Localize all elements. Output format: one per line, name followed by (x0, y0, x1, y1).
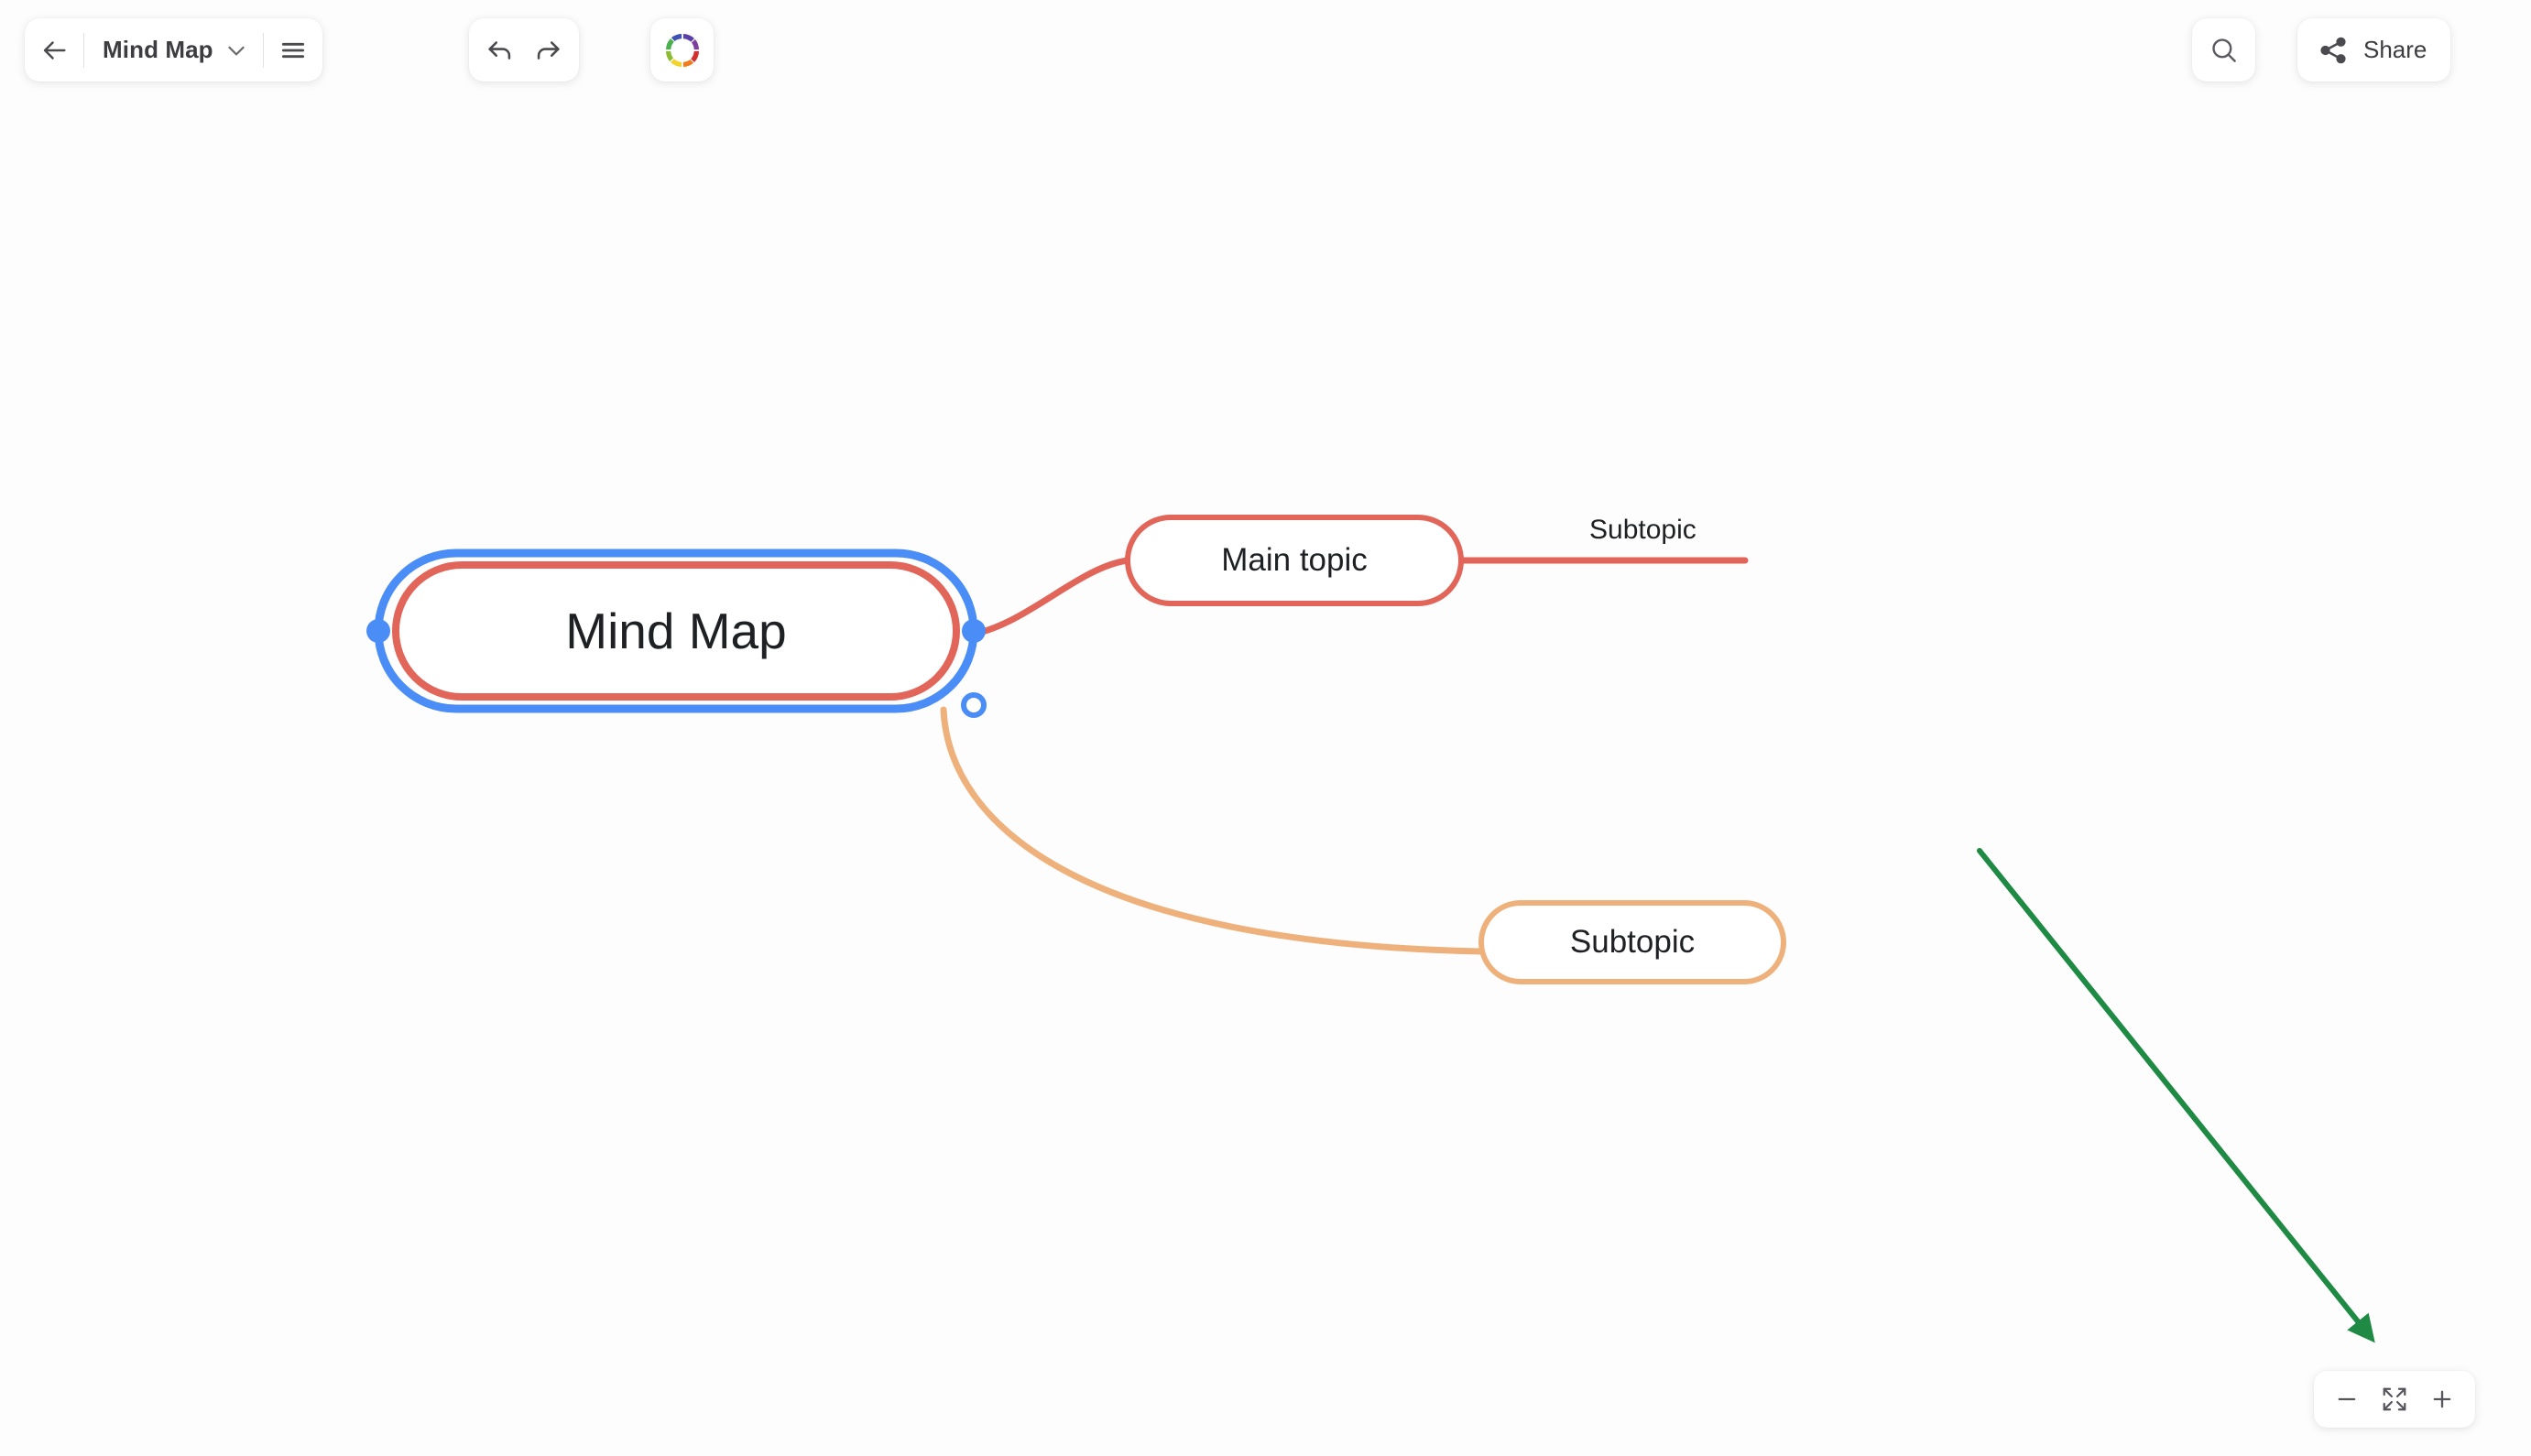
redo-button[interactable] (524, 25, 572, 76)
page-title: Mind Map (103, 36, 213, 63)
main-topic-node-body[interactable] (1125, 515, 1464, 606)
hamburger-menu-icon (281, 42, 304, 58)
selection-handle-right[interactable] (962, 619, 986, 643)
toolbar-divider-2 (262, 32, 264, 68)
theme-button[interactable] (657, 25, 708, 76)
share-icon (2320, 37, 2346, 63)
selection-handle-bottom-right[interactable] (961, 692, 987, 718)
document-title-group[interactable]: Mind Map (90, 25, 257, 76)
history-toolbar (469, 18, 579, 81)
plus-icon (2433, 1390, 2451, 1408)
back-button[interactable] (30, 25, 78, 76)
subtopic-free-label: Subtopic (1589, 515, 1696, 545)
root-node-body[interactable] (392, 561, 960, 701)
connector-root-to-main-topic[interactable] (963, 557, 1131, 639)
subtopic-node-body[interactable] (1478, 900, 1786, 984)
chevron-down-icon[interactable] (223, 37, 250, 64)
toolbar-divider-1 (83, 32, 84, 68)
share-label: Share (2363, 36, 2427, 63)
selection-handle-left[interactable] (366, 619, 390, 643)
fit-to-screen-icon (2383, 1387, 2406, 1411)
subtopic-free-label-wrap[interactable]: Subtopic (1589, 515, 1696, 546)
fit-to-screen-button[interactable] (2371, 1374, 2418, 1425)
search-toolbar (2192, 18, 2255, 81)
green-arrow-annotation[interactable] (1977, 848, 2375, 1343)
menu-button[interactable] (269, 25, 317, 76)
arrow-left-icon (43, 40, 66, 60)
redo-arrow-icon (537, 40, 560, 60)
minus-icon (2338, 1397, 2356, 1401)
undo-arrow-icon (488, 40, 511, 60)
zoom-out-button[interactable] (2323, 1374, 2371, 1425)
document-toolbar: Mind Map (25, 18, 322, 81)
theme-toolbar (650, 18, 714, 81)
search-button[interactable] (2200, 25, 2248, 76)
connector-root-to-subtopic[interactable] (940, 706, 1485, 955)
share-toolbar[interactable]: Share (2297, 18, 2451, 81)
search-icon (2211, 38, 2236, 62)
color-wheel-icon (665, 33, 699, 67)
zoom-controls (2314, 1371, 2475, 1428)
undo-button[interactable] (476, 25, 524, 76)
zoom-in-button[interactable] (2418, 1374, 2466, 1425)
